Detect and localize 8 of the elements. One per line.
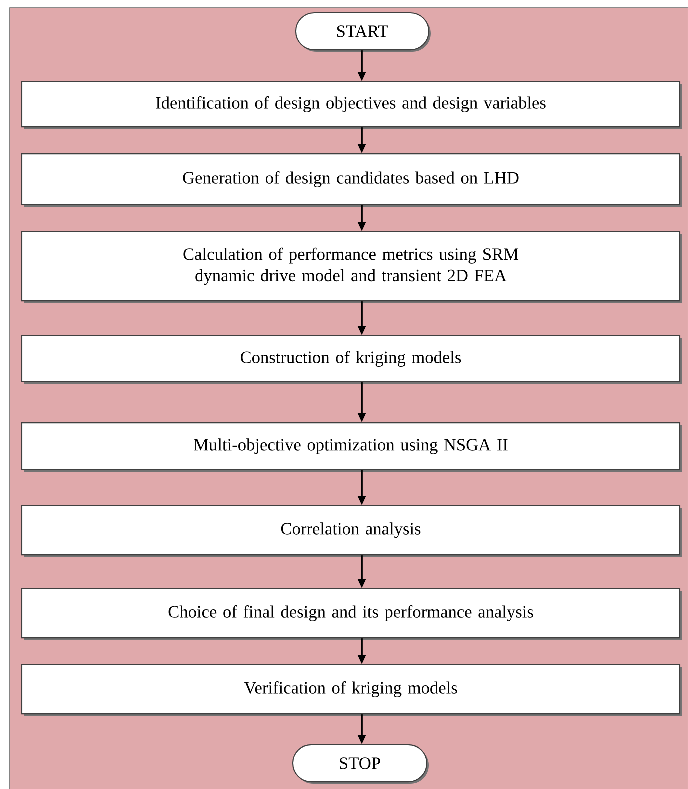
process-box: Construction of kriging models [21,335,682,384]
process-box: Correlation analysis [21,505,682,557]
process-box: Multi-objective optimization using NSGA II [21,422,682,472]
process-box: Generation of design candidates based on LHD [21,154,682,207]
process-box: Verification of kriging models [21,664,682,716]
process-box: Calculation of performance metrics using SRM dynamic drive model and transient 2D FEA [21,231,682,303]
process-box: Choice of final design and its performance analysis [21,588,682,640]
process-box: Identification of design objectives and design variables [21,81,682,129]
